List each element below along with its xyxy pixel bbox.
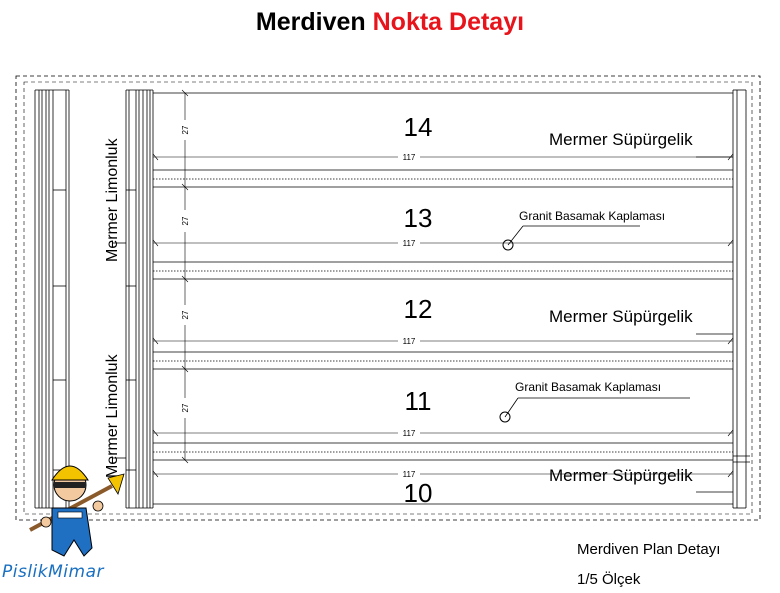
drawing-title: Merdiven Nokta Detayı (0, 8, 780, 37)
step-number-10: 10 (404, 478, 433, 508)
tread-callout-marker-1 (502, 239, 514, 251)
leader-lines (112, 156, 733, 493)
skirting-label: Mermer Süpürgelik (549, 130, 693, 149)
scale-caption: 1/5 Ölçek (577, 571, 641, 588)
width-dimension-value: 117 (403, 470, 416, 479)
plan-caption: Merdiven Plan Detayı (577, 541, 721, 558)
drawing-boundary (15, 75, 761, 521)
width-dimension-value: 117 (403, 153, 416, 162)
skirting-label: Mermer Süpürgelik (549, 307, 693, 326)
left-stringer (34, 89, 70, 509)
step-number-14: 14 (404, 112, 433, 142)
title-part-1: Merdiven (255, 8, 366, 36)
logo-wordmark: PislikMimar (2, 562, 104, 582)
step-number-11: 11 (405, 386, 432, 416)
tread-cover-label: Granit Basamak Kaplaması (515, 380, 661, 394)
rise-dimension-value: 27 (181, 310, 190, 319)
right-wall (732, 89, 750, 509)
worker-mascot-icon (29, 465, 125, 557)
width-dimension-value: 117 (403, 239, 416, 248)
step-number-12: 12 (404, 294, 433, 324)
title-part-2: Nokta Detayı (372, 8, 525, 36)
tread-callout-marker-2 (499, 411, 511, 423)
rise-dimension-value: 27 (181, 216, 190, 225)
tread-cover-label: Granit Basamak Kaplaması (519, 209, 665, 223)
step-number-13: 13 (404, 203, 433, 233)
wall-outline (23, 81, 753, 515)
stringer-label: Mermer Limonluk (104, 137, 121, 262)
rise-dimension-value: 27 (181, 403, 190, 412)
skirting-label: Mermer Süpürgelik (549, 466, 693, 485)
width-dimension-value: 117 (403, 337, 416, 346)
width-dimension-value: 117 (403, 429, 416, 438)
inner-stringer (125, 89, 154, 509)
rise-dimension (181, 89, 189, 464)
stair-treads (153, 92, 733, 505)
rise-dimension-value: 27 (181, 125, 190, 134)
width-dimensions (152, 153, 734, 478)
stringer-label: Mermer Limonluk (104, 353, 121, 478)
